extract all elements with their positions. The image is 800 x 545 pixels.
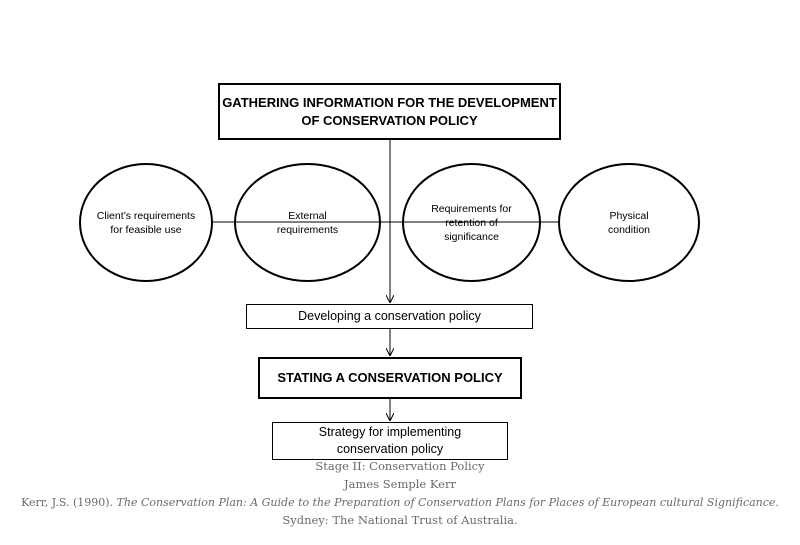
caption-stage: Stage II: Conservation Policy [315,459,485,473]
step-label: Strategy for implementing conservation p… [318,425,462,456]
ellipse-label: Requirements for retention of significan… [431,202,512,243]
ellipse-label: Physical condition [607,209,651,236]
caption-author: James Semple Kerr [344,477,456,491]
step-developing-policy-box: Developing a conservation policy [246,304,533,329]
header-box: GATHERING INFORMATION FOR THE DEVELOPMEN… [218,83,561,140]
ellipse-label: Client’s requirements for feasible use [96,209,196,236]
caption-citation: Kerr, J.S. (1990). The Conservation Plan… [0,496,800,509]
ellipse-retention-of-significance: Requirements for retention of significan… [402,163,541,282]
citation-title: The Conservation Plan: A Guide to the Pr… [116,496,779,509]
step-label: Developing a conservation policy [298,309,481,323]
header-box-label: GATHERING INFORMATION FOR THE DEVELOPMEN… [222,94,557,128]
ellipse-physical-condition: Physical condition [558,163,700,282]
step-stating-policy-box: STATING A CONSERVATION POLICY [258,357,522,399]
caption-publisher: Sydney: The National Trust of Australia. [282,513,518,527]
step-label: STATING A CONSERVATION POLICY [277,370,503,385]
step-strategy-box: Strategy for implementing conservation p… [272,422,508,460]
ellipse-client-requirements: Client’s requirements for feasible use [79,163,213,282]
ellipse-label: External requirements [276,209,339,236]
citation-prefix: Kerr, J.S. (1990). [21,496,117,509]
ellipse-external-requirements: External requirements [234,163,381,282]
